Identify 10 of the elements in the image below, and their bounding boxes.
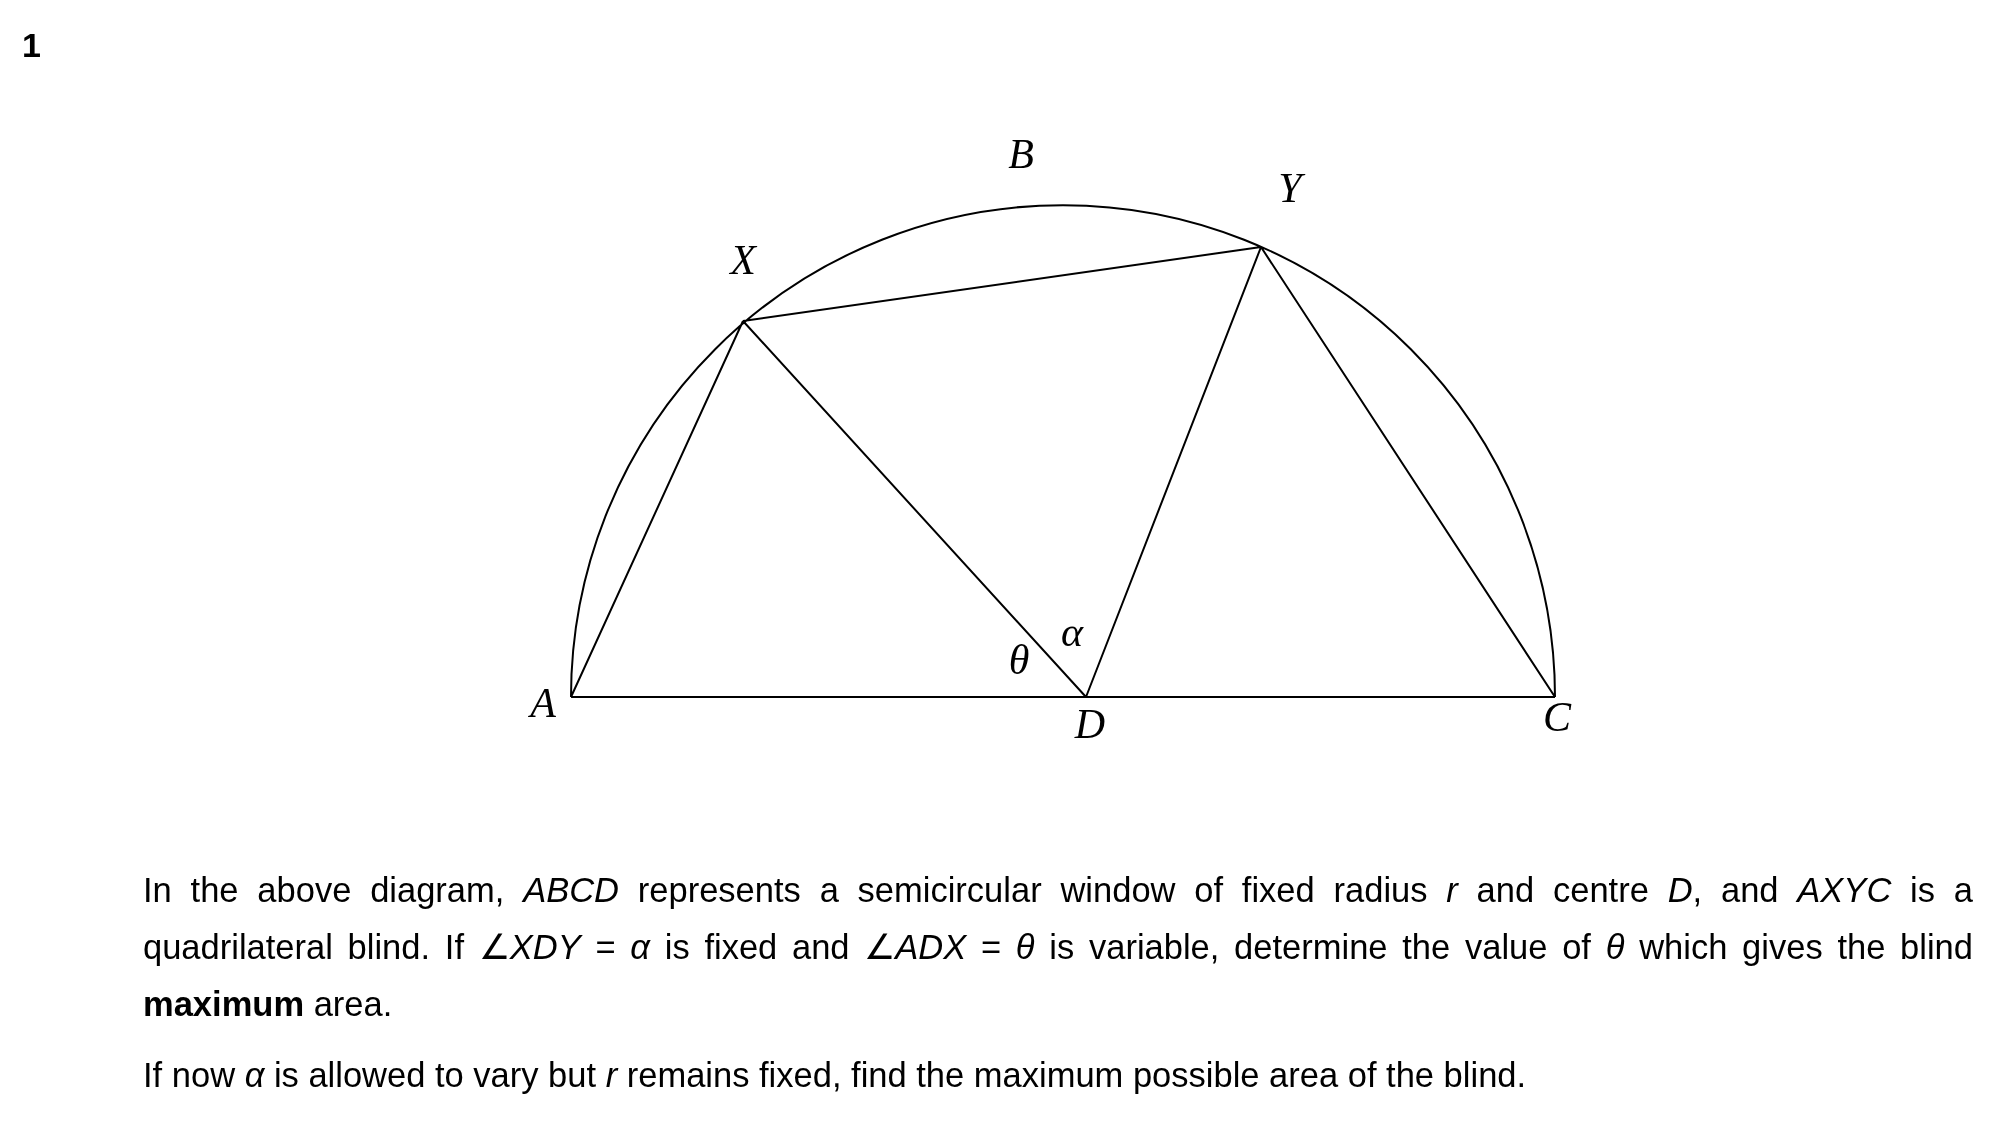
point-label: X — [730, 239, 756, 281]
point-label: A — [530, 682, 556, 724]
point-label: B — [1008, 133, 1034, 175]
point-label: D — [1074, 703, 1106, 745]
point-label: α — [1061, 611, 1083, 653]
question-paragraph: If now α is allowed to vary but r remains fixed, find the maximum possible area of the blind. — [143, 1055, 1528, 1096]
point-label: C — [1543, 696, 1571, 738]
question-number: 1 — [22, 28, 41, 62]
point-label: θ — [1008, 639, 1030, 681]
question-paragraph: In the above diagram, ABCD represents a semicircular window of fixed radius r and centre D, and AXYC is a quadrilateral blind. If ∠XDY = α is fixed and ∠ADX = θ is variable, determine the value of θ which gives the blind maximum area. — [143, 870, 1973, 1025]
